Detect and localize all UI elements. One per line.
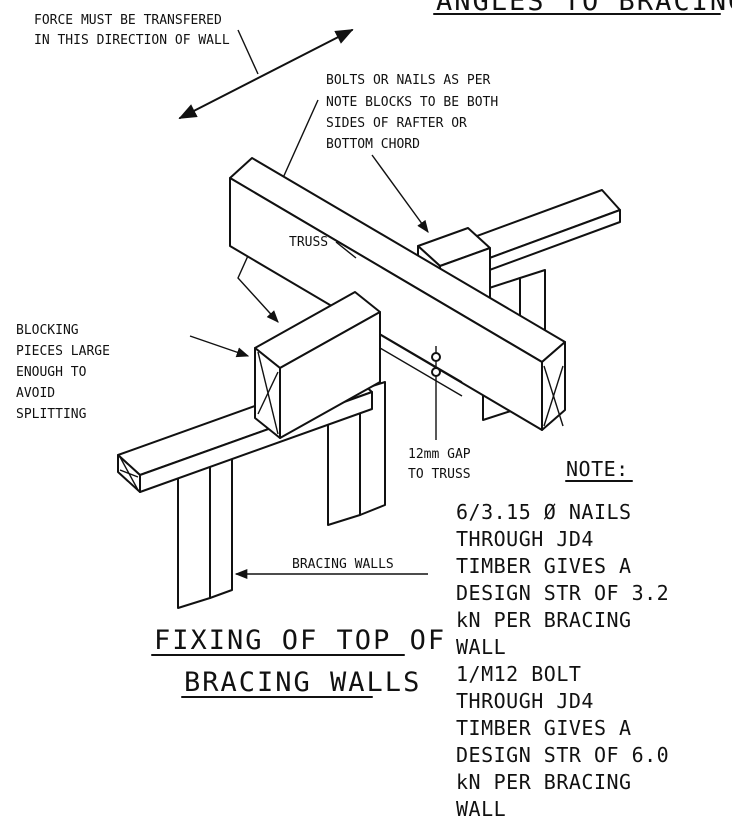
front-post [177,439,233,609]
blocking-label-line3: ENOUGH TO [16,365,87,380]
note-line: THROUGH JD4 [456,527,594,551]
blocking-annotation: BLOCKING PIECES LARGE ENOUGH TO AVOID SP… [16,323,250,422]
blocking-label-line5: SPLITTING [16,407,87,422]
title-line2: BRACING WALLS [184,667,421,698]
truss-member [229,157,566,431]
cut-title-text: ANGLES TO BRACING [436,0,732,17]
blocking-label-line4: AVOID [16,386,55,401]
note-line: WALL [456,635,506,659]
note-line: TIMBER GIVES A [456,554,632,578]
bolts-label-line3: SIDES OF RAFTER OR [326,116,467,131]
note-heading: NOTE: [566,457,629,481]
force-label-line1: FORCE MUST BE TRANSFERED [34,13,222,28]
note-block: NOTE: 6/3.15 Ø NAILS THROUGH JD4 TIMBER … [456,457,669,821]
title-line1: FIXING OF TOP OF [154,625,446,656]
force-label-line2: IN THIS DIRECTION OF WALL [34,33,230,48]
note-line: DESIGN STR OF 3.2 [456,581,669,605]
force-direction-arrow [178,29,354,119]
blocking-leader-arrow [189,335,250,358]
note-line: kN PER BRACING [456,608,632,632]
bolts-leader-arrow-right [371,154,429,234]
drawing-title: FIXING OF TOP OF BRACING WALLS [151,625,446,698]
force-leader-line [237,29,259,75]
bolts-label-line4: BOTTOM CHORD [326,137,420,152]
blocking-label-line1: BLOCKING [16,323,79,338]
truss-leader-line [335,241,357,259]
gap-label-line2: TO TRUSS [408,467,471,482]
bracing-walls-annotation: BRACING WALLS [234,557,428,580]
truss-label: TRUSS [289,235,328,250]
note-line: DESIGN STR OF 6.0 [456,743,669,767]
note-line: WALL [456,797,506,821]
bracing-walls-label: BRACING WALLS [292,557,394,572]
bolts-label-line1: BOLTS OR NAILS AS PER [326,73,491,88]
note-line: 6/3.15 Ø NAILS [456,500,632,524]
blocking-label-line2: PIECES LARGE [16,344,110,359]
bolts-annotation: BOLTS OR NAILS AS PER NOTE BLOCKS TO BE … [237,73,498,323]
note-line: TIMBER GIVES A [456,716,632,740]
force-annotation: FORCE MUST BE TRANSFERED IN THIS DIRECTI… [34,13,354,119]
truss-annotation: TRUSS [289,235,357,259]
gap-dimension: 12mm GAP TO TRUSS [379,333,471,482]
front-block [254,291,381,439]
note-line: THROUGH JD4 [456,689,594,713]
note-line: kN PER BRACING [456,770,632,794]
gap-label-line1: 12mm GAP [408,447,471,462]
note-line: 1/M12 BOLT [456,662,581,686]
bolts-leader-arrow-left [237,99,319,323]
bolts-label-line2: NOTE BLOCKS TO BE BOTH [326,95,498,110]
cut-title: ANGLES TO BRACING [433,0,732,17]
